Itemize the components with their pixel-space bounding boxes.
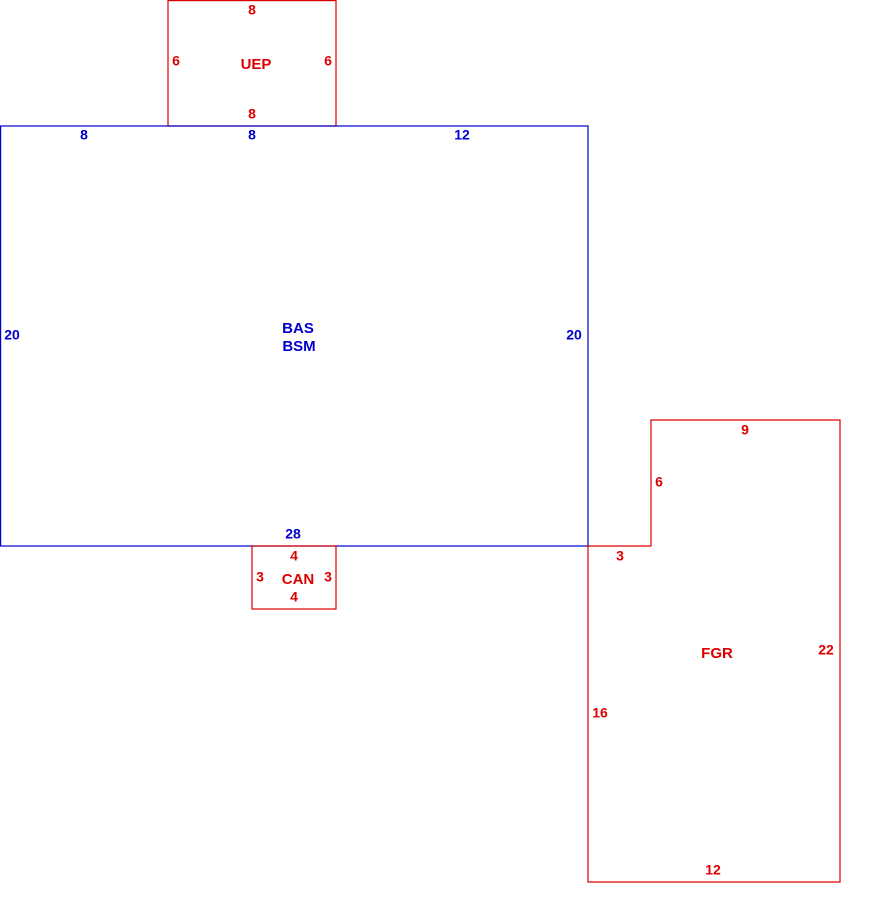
bas-dim-right: 20 bbox=[566, 327, 582, 343]
uep-code-label: UEP bbox=[241, 56, 272, 73]
fgr-dim-left: 16 bbox=[592, 705, 608, 721]
can-outline bbox=[251, 545, 337, 610]
bas-dim-bottom: 28 bbox=[285, 526, 301, 542]
fgr-code-label: FGR bbox=[701, 645, 733, 662]
uep-dim-top: 8 bbox=[248, 2, 256, 18]
fgr-dim-right: 22 bbox=[818, 642, 834, 658]
bas-dim-left: 20 bbox=[4, 327, 20, 343]
can-area: 4 4 3 3 CAN bbox=[251, 545, 337, 610]
can-dim-left: 3 bbox=[256, 569, 264, 585]
uep-dim-right: 6 bbox=[324, 53, 332, 69]
can-dim-bottom: 4 bbox=[290, 589, 298, 605]
can-dim-right: 3 bbox=[324, 569, 332, 585]
uep-area: 8 8 6 6 UEP bbox=[167, 0, 337, 127]
uep-dim-left: 6 bbox=[172, 53, 180, 69]
can-dim-top: 4 bbox=[290, 548, 298, 564]
fgr-dim-step-vertical: 6 bbox=[655, 474, 663, 490]
bas-dim-top-mid: 8 bbox=[248, 127, 256, 143]
bas-dim-top-left: 8 bbox=[80, 127, 88, 143]
bas-dim-top-right: 12 bbox=[454, 127, 470, 143]
fgr-dim-bottom: 12 bbox=[705, 862, 721, 878]
bsm-code-label: BSM bbox=[282, 338, 315, 355]
bas-area: 8 8 12 20 20 28 BAS BSM bbox=[0, 125, 589, 547]
uep-dim-bottom: 8 bbox=[248, 106, 256, 122]
fgr-outline bbox=[587, 419, 841, 883]
can-code-label: CAN bbox=[282, 571, 315, 588]
fgr-area: 9 6 3 16 22 12 FGR bbox=[587, 419, 841, 883]
fgr-dim-top: 9 bbox=[741, 422, 749, 438]
fgr-dim-step-horizontal: 3 bbox=[616, 548, 624, 564]
bas-code-label: BAS bbox=[282, 320, 314, 337]
